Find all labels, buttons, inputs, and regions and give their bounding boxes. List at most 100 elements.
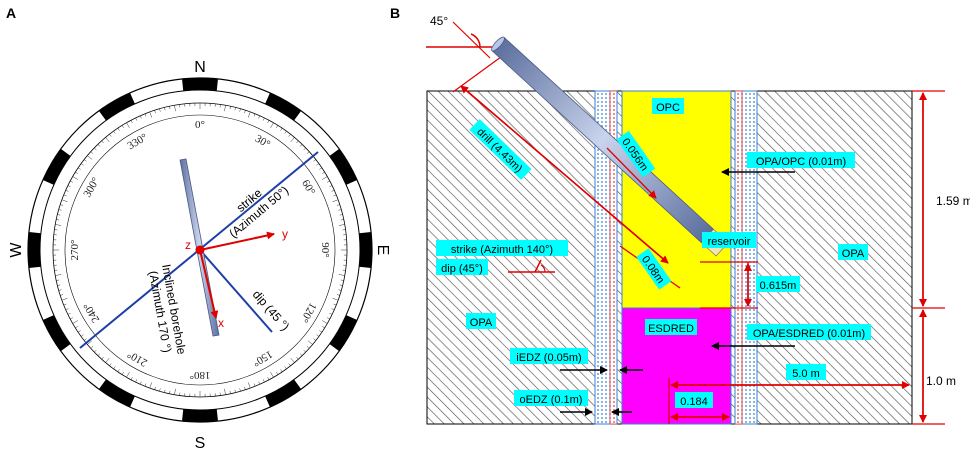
strike-tag: strike (Azimuth 140°) — [436, 240, 568, 256]
compass-tick — [94, 147, 97, 151]
iedz-tag: iEDZ (0.05m) — [510, 348, 588, 364]
compass-tick — [84, 159, 87, 162]
compass-tick — [87, 340, 93, 345]
compass-degree-label: 0° — [195, 119, 205, 131]
compass-tick — [296, 356, 299, 360]
compass-blocks — [28, 77, 372, 422]
compass-tick — [321, 326, 325, 329]
compass-tick — [77, 330, 81, 333]
compass-tick — [332, 199, 339, 203]
opa-right-tag: OPA — [838, 244, 868, 260]
compass-tick — [313, 338, 316, 341]
compass-tick — [270, 122, 274, 129]
compass-tick — [117, 369, 120, 373]
strike-text: strike (Azimuth 140°) — [451, 244, 553, 256]
opa-left-tag: OPA — [466, 313, 496, 329]
compass-tick — [234, 107, 236, 111]
compass-tick — [63, 194, 67, 197]
compass-tick — [139, 381, 142, 385]
dip-arc — [540, 264, 546, 273]
axis-x-label: x — [218, 316, 224, 330]
compass-block — [329, 148, 358, 185]
compass-tick — [270, 371, 274, 378]
compass-tick — [313, 159, 316, 162]
compass-tick — [154, 110, 156, 114]
compass-tick — [80, 334, 84, 337]
compass-tick — [239, 108, 241, 112]
compass-block — [265, 92, 302, 121]
compass-tick — [258, 115, 261, 119]
compass-tick — [253, 383, 256, 387]
compass-tick — [97, 144, 101, 147]
compass-tick — [164, 389, 166, 393]
compass-block — [182, 409, 218, 422]
compass-tick — [113, 130, 116, 134]
dip-text: dip (45°) — [441, 263, 483, 275]
compass-tick — [105, 137, 110, 143]
compass-tick — [65, 189, 69, 192]
reservoir-tag: reservoir — [702, 232, 756, 248]
compass-tick — [56, 279, 60, 281]
compass-tick — [67, 312, 71, 315]
compass-tick — [109, 134, 112, 137]
compass-tick — [319, 330, 323, 333]
compass-tick — [224, 388, 226, 395]
dip-line — [199, 249, 273, 333]
opa-opc-text: OPA/OPC (0.01m) — [756, 156, 846, 168]
compass-tick — [276, 371, 279, 375]
angle-helper — [452, 21, 491, 59]
compass-tick — [329, 185, 333, 188]
compass-tick — [299, 144, 303, 147]
panel-a: A 0°30°60°90°120°150°180°210°240°270°300… — [6, 5, 391, 452]
opa-opc-tag: OPA/OPC (0.01m) — [747, 152, 855, 168]
compass-tick — [262, 117, 265, 121]
cardinal-south: S — [195, 435, 206, 452]
axis-y-arrow — [199, 231, 275, 251]
compass-tick — [55, 224, 62, 226]
compass-tick — [303, 147, 306, 151]
compass-tick — [244, 110, 246, 114]
compass-tick — [333, 194, 337, 197]
axis-z-label: z — [185, 238, 191, 252]
compass-tick — [105, 357, 110, 363]
cardinal-north: N — [194, 59, 206, 76]
compass-tick — [307, 340, 313, 345]
compass-tick — [333, 303, 337, 306]
compass-tick — [332, 297, 339, 301]
compass-tick — [58, 209, 62, 211]
angle-45-label: 45° — [430, 14, 448, 28]
compass-tick — [321, 176, 328, 180]
compass-tick — [58, 289, 62, 291]
compass-tick — [299, 353, 303, 356]
compass-tick — [164, 107, 166, 111]
compass-tick — [262, 379, 265, 383]
oedz-text: oEDZ (0.1m) — [520, 394, 583, 406]
compass-tick — [284, 130, 287, 134]
panel-a-label: A — [6, 5, 16, 21]
compass-tick — [338, 224, 345, 226]
d10-label: 1.0 m — [926, 374, 956, 388]
compass-tick — [239, 388, 241, 392]
compass-block — [42, 315, 71, 352]
compass-tick — [121, 371, 124, 375]
compass-tick — [130, 120, 133, 123]
compass-tick — [159, 108, 161, 112]
axis-origin — [195, 245, 205, 255]
compass-tick — [276, 125, 279, 129]
compass-tick — [97, 353, 101, 356]
axis-y-label: y — [282, 227, 288, 241]
compass-tick — [290, 137, 295, 143]
compass-tick — [70, 180, 73, 183]
compass-tick — [90, 151, 94, 154]
compass-tick — [60, 294, 64, 296]
compass-tick — [234, 389, 236, 393]
compass-tick — [169, 390, 171, 394]
opc-text: OPC — [656, 102, 680, 114]
compass-tick — [154, 386, 156, 390]
compass-tick — [67, 185, 71, 188]
compass-tick — [336, 294, 340, 296]
compass-tick — [80, 163, 84, 166]
compass-tick — [280, 369, 283, 373]
compass-tick — [338, 209, 342, 211]
cardinal-west: W — [8, 242, 25, 258]
